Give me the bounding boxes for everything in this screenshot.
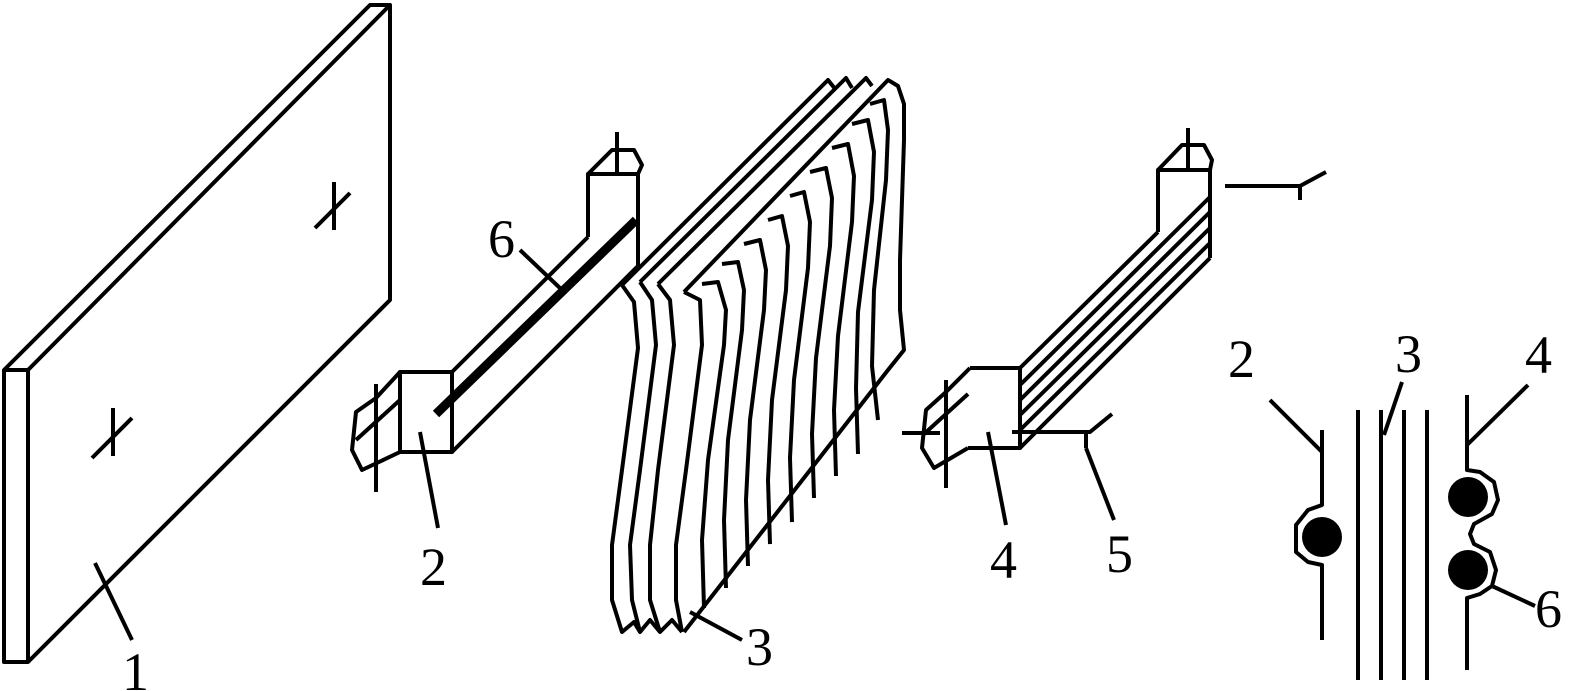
inset-right-conductor: [1465, 395, 1500, 670]
inset-sheets-leader: [1382, 381, 1404, 436]
label-left-bar: 2: [420, 537, 447, 597]
left-bar: [350, 132, 644, 529]
inset-left-conductor: [1294, 430, 1324, 640]
sheet-wave-3: [674, 290, 704, 633]
label-lead: 5: [1106, 524, 1133, 584]
inset-strip-leader: [1491, 584, 1536, 608]
inset-sheet-lines: [1356, 410, 1429, 680]
left-bar-far-cap: [586, 148, 644, 176]
sheet-wave-1: [628, 280, 658, 633]
inset-right-dot-upper: [1448, 477, 1488, 517]
label-inset-strip: 6: [1535, 579, 1562, 639]
sheet-fold-4: [766, 214, 790, 545]
plate-mark-lower: [90, 408, 134, 460]
right-bar-far-cap: [1156, 143, 1214, 172]
inset-right-leader: [1465, 383, 1530, 447]
label-inset-right: 4: [1525, 325, 1552, 385]
sheet-fold-9: [869, 98, 890, 421]
left-bar-leader: [418, 431, 440, 529]
label-inset-sheets: 3: [1395, 324, 1422, 384]
inset-left-dot: [1302, 517, 1342, 557]
right-bar-long-edges: [1018, 230, 1212, 450]
sheet-fold-2: [721, 260, 746, 589]
sheet-fold-3: [743, 238, 768, 567]
right-bar-leader: [986, 431, 1008, 526]
inset-left-leader: [1268, 398, 1324, 454]
lead-wire: [1012, 412, 1114, 448]
right-bar-far-lead: [1225, 170, 1327, 200]
plate: [2, 3, 392, 664]
sheet-fold-7: [831, 142, 856, 477]
label-sheets: 3: [746, 617, 773, 677]
lead-leader: [1084, 447, 1116, 521]
label-plate: 1: [122, 642, 149, 691]
right-bar-stripes: [1018, 195, 1212, 432]
plate-mark-upper: [313, 182, 352, 230]
sheet-fold-8: [851, 118, 876, 455]
sheet-fold-5: [788, 190, 812, 523]
sheet-fold-6: [809, 166, 834, 499]
strip-leader: [518, 248, 564, 292]
right-bar-end-face: [968, 366, 1022, 450]
inset-section: [1268, 381, 1536, 680]
sheet-leader: [689, 610, 743, 642]
sheet-front-outline: [682, 78, 906, 634]
right-bar-near-cap: [920, 366, 972, 470]
strip: [432, 216, 640, 418]
sheet-fold-1: [700, 280, 728, 609]
sheet-stack: [610, 76, 906, 642]
left-bar-near-cap: [350, 370, 402, 472]
left-bar-near-tick: [354, 384, 402, 492]
label-strip: 6: [488, 209, 515, 269]
left-bar-far-face: [586, 172, 640, 266]
sheet-top-edges: [620, 76, 874, 287]
right-bar-far-face: [1156, 168, 1212, 258]
right-bar: [902, 128, 1327, 526]
label-inset-left: 2: [1228, 329, 1255, 389]
inset-right-dot-lower: [1448, 550, 1488, 590]
sheet-wave-2: [648, 282, 676, 633]
right-bar-near-tick: [902, 380, 970, 488]
left-bar-long-edges: [450, 235, 640, 454]
plate-outline: [2, 3, 392, 664]
label-right-bar: 4: [990, 530, 1017, 590]
plate-leader: [93, 562, 134, 641]
